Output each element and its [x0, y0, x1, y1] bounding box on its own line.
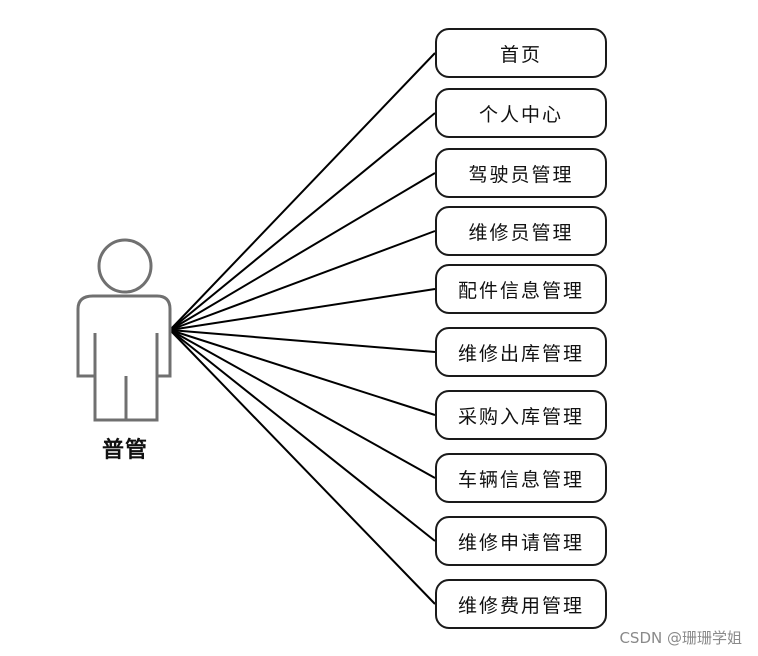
use-case-purchase-inbound-management[interactable]: 采购入库管理 — [435, 390, 607, 440]
use-case-repair-cost-management[interactable]: 维修费用管理 — [435, 579, 607, 629]
actor-body — [76, 294, 172, 422]
actor-head — [97, 238, 153, 294]
use-case-parts-info-management[interactable]: 配件信息管理 — [435, 264, 607, 314]
use-case-driver-management[interactable]: 驾驶员管理 — [435, 148, 607, 198]
use-case-home[interactable]: 首页 — [435, 28, 607, 78]
use-case-mechanic-management[interactable]: 维修员管理 — [435, 206, 607, 256]
association-line — [169, 329, 436, 542]
association-line — [169, 52, 436, 331]
association-line — [169, 172, 436, 331]
association-line — [169, 288, 436, 331]
use-case-vehicle-info-management[interactable]: 车辆信息管理 — [435, 453, 607, 503]
watermark: CSDN @珊珊学姐 — [619, 629, 742, 647]
actor-figure — [76, 238, 172, 422]
association-line — [169, 112, 436, 331]
association-line — [169, 329, 436, 416]
association-line — [169, 329, 436, 479]
association-line — [169, 230, 436, 331]
association-line — [169, 329, 436, 605]
use-case-repair-request-management[interactable]: 维修申请管理 — [435, 516, 607, 566]
use-case-repair-outbound-management[interactable]: 维修出库管理 — [435, 327, 607, 377]
association-lines — [169, 52, 436, 605]
use-case-personal-center[interactable]: 个人中心 — [435, 88, 607, 138]
association-line — [169, 329, 436, 353]
actor-label: 普管 — [101, 438, 148, 463]
